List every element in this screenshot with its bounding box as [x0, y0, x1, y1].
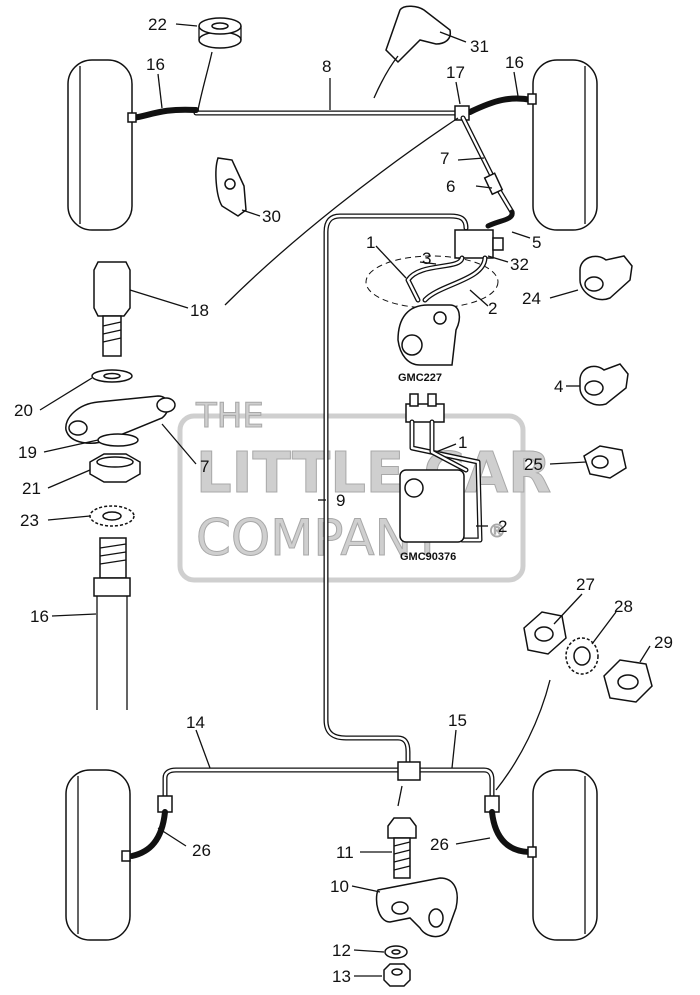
nut-4: [579, 363, 629, 406]
callout-2: 2: [488, 299, 497, 318]
callout-16: 16: [505, 53, 524, 72]
leader-18-pipe: [224, 117, 459, 306]
callout-4: 4: [554, 377, 563, 396]
callout-11: 11: [336, 843, 354, 862]
callout-16: 16: [30, 607, 49, 626]
callout-3: 3: [422, 249, 431, 268]
callout-9: 9: [336, 491, 345, 510]
watermark-reg: ®: [488, 521, 506, 542]
callout-14: 14: [186, 713, 205, 732]
grommet-22: [197, 17, 242, 111]
pressure-valve-upper: GMC227: [365, 229, 504, 384]
master-cylinder-lower: GMC90376: [399, 393, 483, 563]
leader-lines: [39, 23, 651, 977]
callout-13: 13: [332, 967, 351, 986]
main-brake-pipe: [323, 209, 515, 771]
lock-washer-23: [89, 505, 135, 527]
callout-17: 17: [446, 63, 465, 82]
callout-1: 1: [458, 433, 467, 452]
code-gmc90376: GMC90376: [400, 551, 456, 563]
callout-7: 7: [440, 149, 449, 168]
watermark: THE LITTLE CAR COMPANY ®: [177, 396, 552, 583]
callout-6: 6: [446, 177, 455, 196]
clip-31: [373, 5, 452, 99]
callouts: 22 31 16 8 17 16 7 6 30 5 1 3 32 2 18 24…: [14, 15, 673, 986]
callout-5: 5: [532, 233, 541, 252]
callout-30: 30: [262, 207, 281, 226]
front-left-wheel: [67, 59, 133, 231]
callout-22: 22: [148, 15, 167, 34]
callout-8: 8: [322, 57, 331, 76]
washer-28: [565, 637, 599, 675]
callout-21: 21: [22, 479, 41, 498]
callout-7: 7: [200, 457, 209, 476]
nut-13: [383, 963, 411, 987]
rear-brake-pipes: [121, 761, 537, 862]
washer-19: [97, 433, 139, 447]
washer-12: [384, 945, 408, 959]
callout-32: 32: [510, 255, 529, 274]
hose-16-detail: [93, 537, 131, 710]
leader-27-pipe: [495, 679, 551, 791]
tee-piece-10: [375, 877, 458, 938]
callout-20: 20: [14, 401, 33, 420]
watermark-line-1: THE: [195, 396, 264, 436]
union-18: [93, 261, 131, 357]
callout-28: 28: [614, 597, 633, 616]
rear-left-wheel: [65, 769, 131, 941]
nut-29: [603, 659, 653, 703]
callout-25: 25: [524, 455, 543, 474]
locknut-21: [89, 453, 141, 483]
callout-12: 12: [332, 941, 351, 960]
callout-10: 10: [330, 877, 349, 896]
rear-right-wheel: [532, 769, 598, 941]
callout-27: 27: [576, 575, 595, 594]
callout-19: 19: [18, 443, 37, 462]
code-gmc227: GMC227: [398, 372, 442, 384]
clip-30: [215, 157, 247, 217]
nut-25: [583, 445, 627, 479]
callout-15: 15: [448, 711, 467, 730]
washer-20: [91, 369, 133, 383]
callout-24: 24: [522, 289, 541, 308]
nut-24: [579, 255, 633, 301]
callout-23: 23: [20, 511, 39, 530]
callout-31: 31: [470, 37, 489, 56]
front-brake-pipe: [127, 93, 537, 215]
callout-26: 26: [192, 841, 211, 860]
watermark-line-2: LITTLE CAR: [196, 441, 551, 506]
callout-18: 18: [190, 301, 209, 320]
callout-1: 1: [366, 233, 375, 252]
callout-29: 29: [654, 633, 673, 652]
callout-2: 2: [498, 517, 507, 536]
callout-26: 26: [430, 835, 449, 854]
callout-16: 16: [146, 55, 165, 74]
front-right-wheel: [532, 59, 598, 231]
bolt-11: [387, 785, 417, 879]
